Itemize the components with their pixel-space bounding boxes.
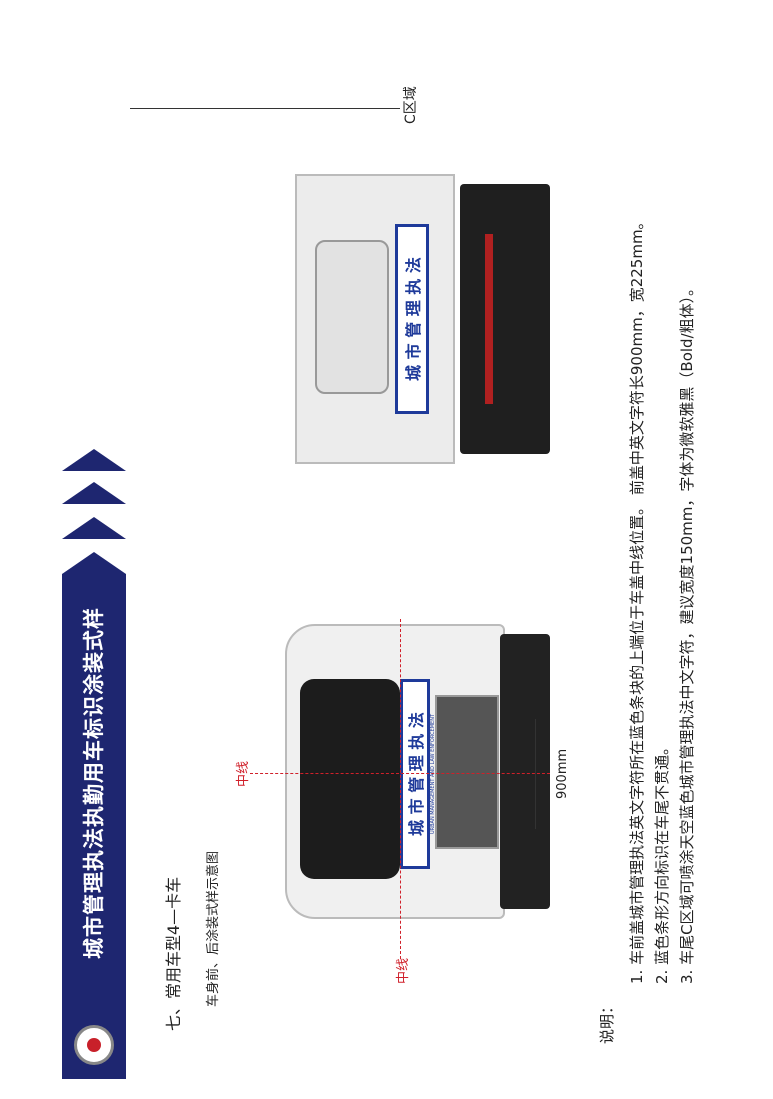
centerline-horizontal — [400, 619, 401, 959]
centerline-label-top: 中线 — [236, 760, 251, 787]
zone-leader-line — [130, 108, 400, 109]
front-truck: 城 市 管 理 执 法 URBAN MANAGEMENT AND LAW ENF… — [285, 624, 555, 919]
chevron-icon — [62, 552, 126, 574]
note-item: 3. 车尾C区域可喷涂天空蓝色城市管理执法中文字符，建议宽度150mm，字体为微… — [678, 280, 696, 984]
grille — [435, 695, 499, 849]
section-subheading: 车身前、后涂装式样示意图 — [206, 850, 221, 1007]
chevron-icon — [62, 517, 126, 539]
centerline-label-side: 中线 — [396, 957, 411, 984]
rear-truck: 城 市 管 理 执 法 — [285, 174, 555, 464]
dimension-label: 900mm — [555, 748, 570, 799]
emblem-logo — [74, 1025, 114, 1065]
note-item: 2. 蓝色条形方向标识在车尾不贯通。 — [653, 739, 671, 984]
notes-heading: 说明： — [598, 998, 616, 1044]
rear-stripe: 城 市 管 理 执 法 — [395, 224, 429, 414]
zone-label: C区域 — [403, 86, 419, 124]
front-stripe: 城 市 管 理 执 法 — [400, 679, 430, 869]
bumper — [500, 634, 550, 909]
chevron-icon — [62, 482, 126, 504]
chevron-icon — [62, 449, 126, 471]
dimension-line — [535, 719, 536, 829]
rear-chassis — [460, 184, 550, 454]
note-item: 1. 车前盖城市管理执法英文字符所在蓝色条块的上端位于车盖中线位置。 前盖中英文… — [628, 214, 646, 984]
section-heading: 七、常用车型4—卡车 — [164, 876, 183, 1031]
windshield — [300, 679, 400, 879]
page-title: 城市管理执法执勤用车标识涂装式样 — [82, 607, 106, 959]
